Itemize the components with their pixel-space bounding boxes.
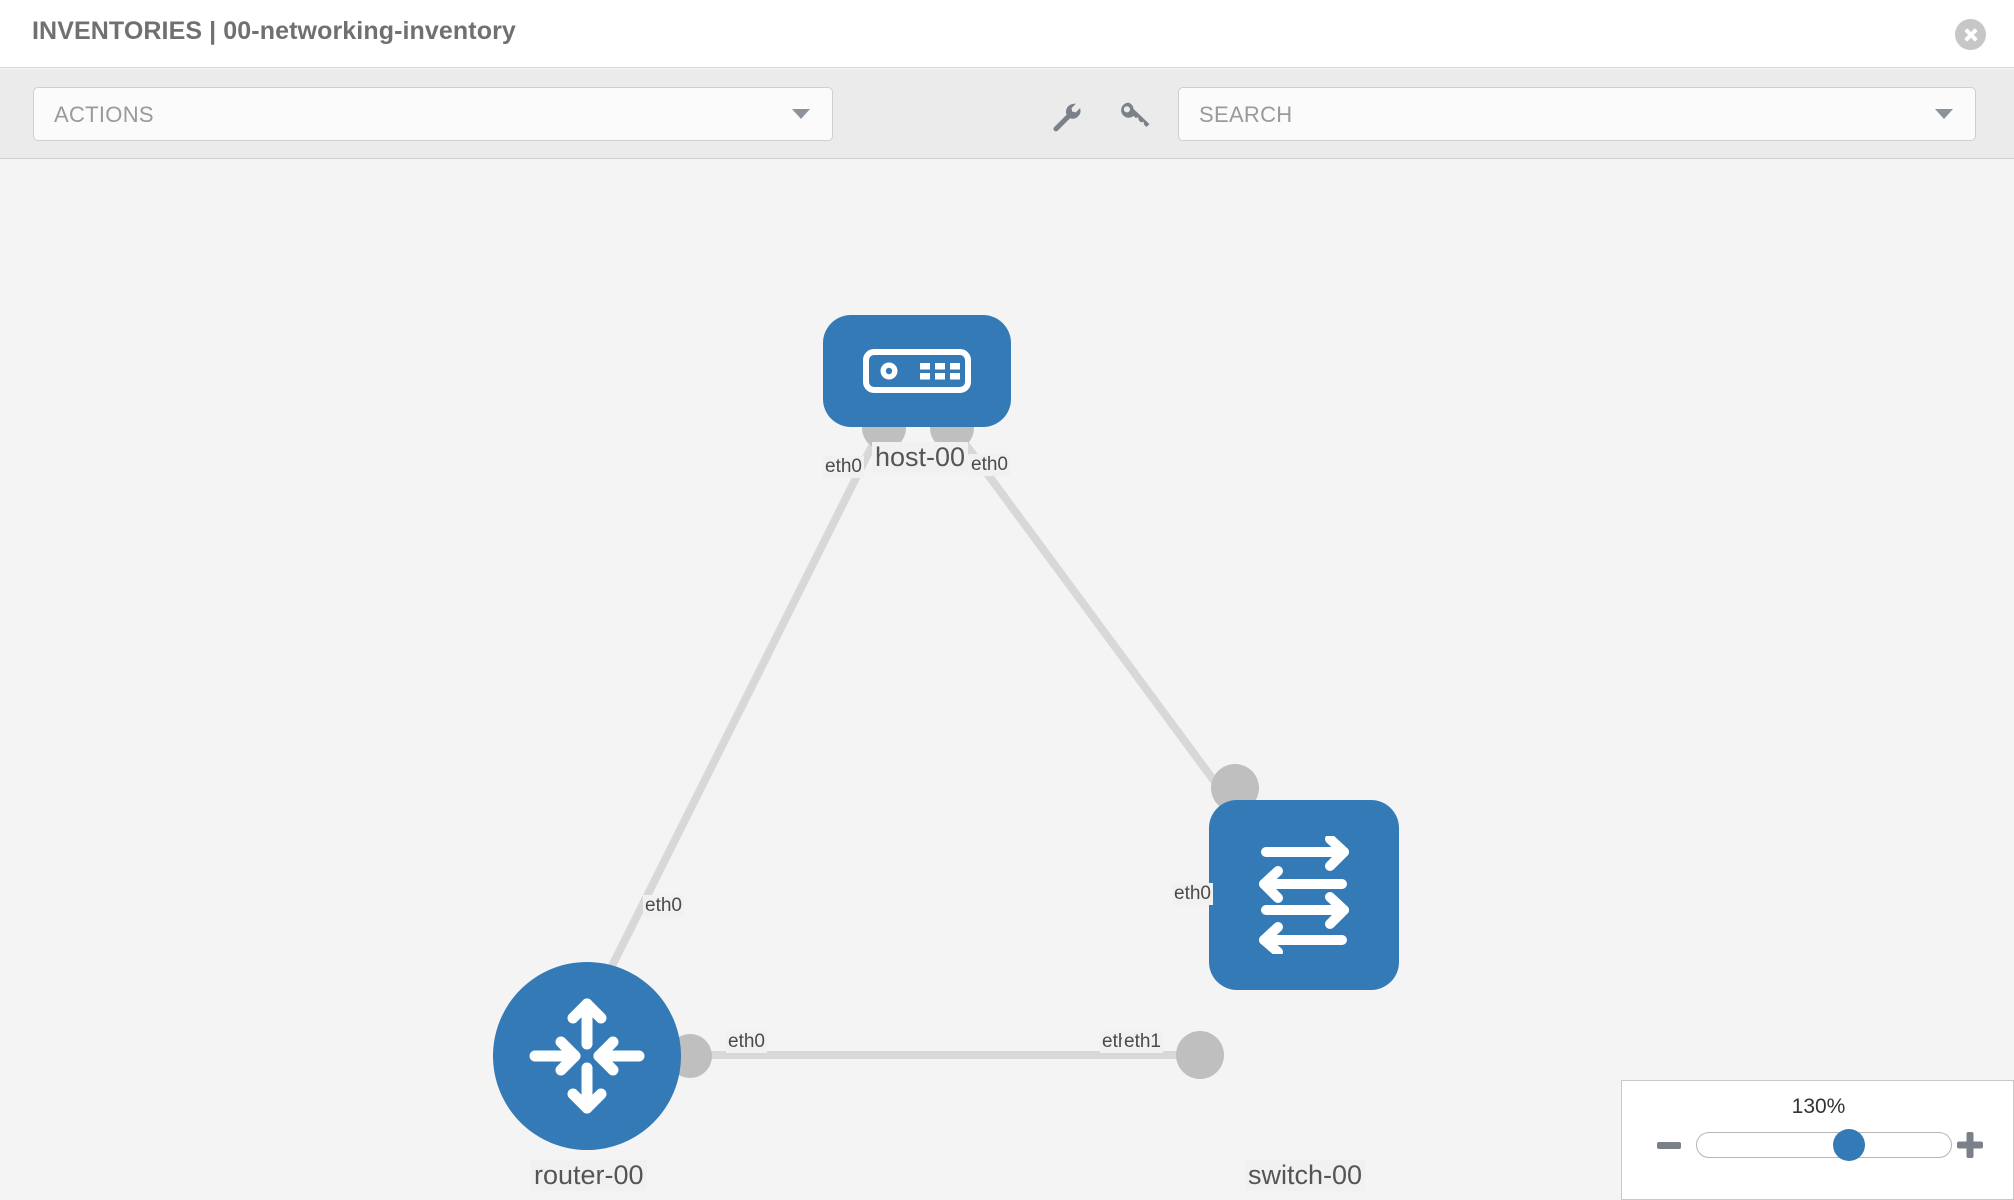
page-header: INVENTORIES | 00-networking-inventory xyxy=(0,0,2014,68)
zoom-out-button[interactable] xyxy=(1657,1142,1681,1149)
interface-label-router-eth0-right: eth0 xyxy=(726,1031,767,1053)
zoom-control-panel: 130% xyxy=(1621,1080,2014,1200)
interface-label-router-eth0-up: eth0 xyxy=(643,895,684,917)
connector-switch-left xyxy=(1176,1031,1224,1079)
node-label-router-00: router-00 xyxy=(531,1160,647,1191)
page-title: INVENTORIES | 00-networking-inventory xyxy=(32,17,516,45)
actions-dropdown[interactable]: ACTIONS xyxy=(33,87,833,141)
edge-host-router xyxy=(606,428,884,972)
actions-dropdown-label: ACTIONS xyxy=(54,102,154,127)
zoom-slider-thumb[interactable] xyxy=(1833,1129,1866,1161)
interface-label-host-eth0-right: eth0 xyxy=(969,454,1010,476)
server-icon xyxy=(863,349,971,393)
router-arrows-icon xyxy=(529,998,645,1114)
search-placeholder: SEARCH xyxy=(1199,102,1293,127)
chevron-down-icon xyxy=(1935,109,1953,119)
interface-label-switch-eth0-up: eth0 xyxy=(1172,883,1213,905)
wrench-icon[interactable] xyxy=(1049,99,1083,133)
node-label-switch-00: switch-00 xyxy=(1245,1160,1366,1191)
topology-edges xyxy=(606,406,1259,1079)
edge-host-switch xyxy=(951,427,1247,823)
interface-label-host-eth0-left: eth0 xyxy=(823,456,864,478)
zoom-in-button[interactable] xyxy=(1957,1132,1983,1158)
search-input[interactable]: SEARCH xyxy=(1178,87,1976,141)
key-icon[interactable] xyxy=(1117,99,1151,133)
close-icon[interactable] xyxy=(1955,19,1986,50)
toolbar: ACTIONS SEARCH xyxy=(0,69,2014,159)
node-switch-00[interactable] xyxy=(1209,800,1399,990)
node-label-host-00: host-00 xyxy=(872,442,969,473)
zoom-level-label: 130% xyxy=(1791,1095,1846,1118)
node-host-00[interactable] xyxy=(823,315,1011,427)
node-router-00[interactable] xyxy=(493,962,681,1150)
interface-label-switch-eth1: eth1 xyxy=(1122,1031,1163,1053)
switch-arrows-icon xyxy=(1259,836,1349,954)
zoom-slider-track[interactable] xyxy=(1696,1129,1952,1161)
topology-canvas[interactable]: host-00 router-00 switch-00 eth0 eth0 et… xyxy=(0,160,2014,1200)
chevron-down-icon xyxy=(792,109,810,119)
